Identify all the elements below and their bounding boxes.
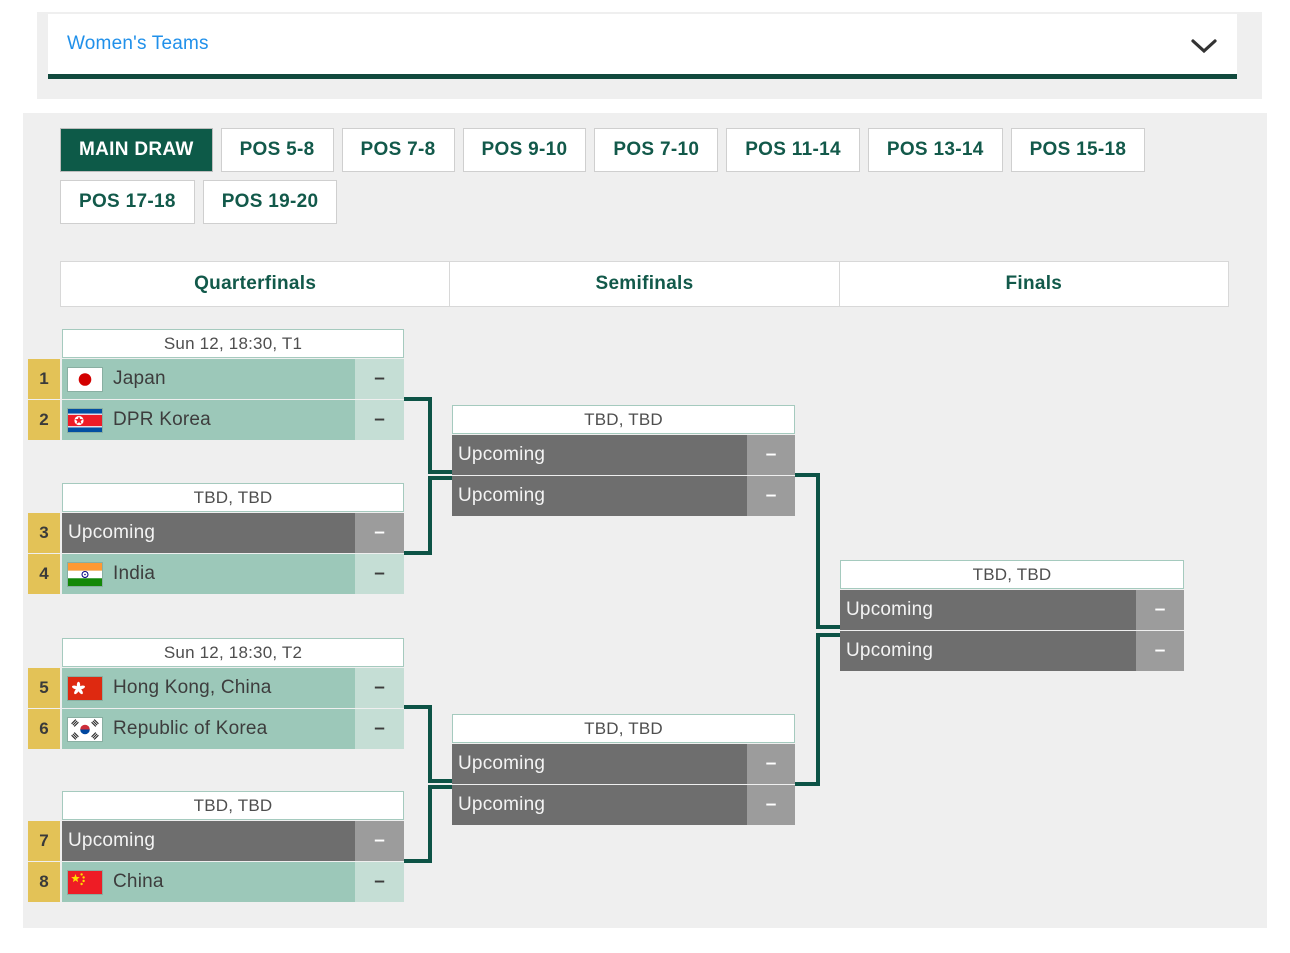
team-name: Upcoming [846, 640, 934, 661]
flag-republic-of-korea-icon [68, 717, 102, 741]
match-qf1-schedule: Sun 12, 18:30, T1 [62, 329, 404, 358]
match-final: TBD, TBD Upcoming – Upcoming – [840, 560, 1184, 671]
match-sf1-schedule: TBD, TBD [452, 405, 795, 434]
team-name: Upcoming [68, 830, 156, 851]
team-name: India [113, 563, 156, 584]
match-sf2-slot-1[interactable]: Upcoming – [452, 744, 795, 784]
match-qf4-slot-1[interactable]: 7 Upcoming – [28, 821, 404, 861]
score-value: – [355, 554, 404, 594]
team-name: Upcoming [68, 522, 156, 543]
round-header-quarterfinals: Quarterfinals [194, 273, 317, 294]
score-value: – [355, 513, 404, 553]
seed-badge: 4 [28, 554, 60, 594]
team-name: China [113, 871, 164, 892]
tab-pos-9-10[interactable]: POS 9-10 [462, 128, 587, 172]
match-final-slot-1[interactable]: Upcoming – [840, 590, 1184, 630]
match-qf2-schedule: TBD, TBD [62, 483, 404, 512]
tab-pos-17-18[interactable]: POS 17-18 [60, 180, 195, 224]
seed-badge: 8 [28, 862, 60, 902]
match-qf3-slot-1[interactable]: 5 Hong Kong, China – [28, 668, 404, 708]
match-sf1-slot-2[interactable]: Upcoming – [452, 476, 795, 516]
team-name: Japan [113, 368, 166, 389]
match-sf1: TBD, TBD Upcoming – Upcoming – [452, 405, 795, 516]
match-final-slot-2[interactable]: Upcoming – [840, 631, 1184, 671]
score-value: – [355, 400, 404, 440]
match-qf1: Sun 12, 18:30, T1 1 Japan – 2 DPR Korea … [28, 329, 404, 440]
seed-badge: 1 [28, 359, 60, 399]
match-qf3-slot-2[interactable]: 6 Republic of Korea – [28, 709, 404, 749]
tab-row-1: MAIN DRAW POS 5-8 POS 7-8 POS 9-10 POS 7… [60, 128, 1146, 172]
flag-japan-icon [68, 367, 102, 391]
round-header-semifinals: Semifinals [449, 262, 838, 306]
team-name: Upcoming [458, 444, 546, 465]
round-header-bar: Quarterfinals Semifinals Finals [60, 261, 1229, 307]
score-value: – [355, 862, 404, 902]
match-qf2-slot-1[interactable]: 3 Upcoming – [28, 513, 404, 553]
event-dropdown-value: Women's Teams [67, 33, 209, 54]
team-name: Upcoming [458, 485, 546, 506]
match-qf1-slot-2[interactable]: 2 DPR Korea – [28, 400, 404, 440]
match-qf2-slot-2[interactable]: 4 India – [28, 554, 404, 594]
team-name: Upcoming [458, 794, 546, 815]
score-value: – [355, 359, 404, 399]
seed-badge: 2 [28, 400, 60, 440]
chevron-down-icon [1191, 38, 1217, 54]
tab-pos-19-20[interactable]: POS 19-20 [202, 180, 338, 224]
match-qf4-schedule: TBD, TBD [62, 791, 404, 820]
match-qf4-slot-2[interactable]: 8 China – [28, 862, 404, 902]
tab-pos-11-14[interactable]: POS 11-14 [726, 128, 860, 172]
score-value: – [747, 435, 795, 475]
match-sf2: TBD, TBD Upcoming – Upcoming – [452, 714, 795, 825]
round-header-finals: Finals [838, 262, 1228, 306]
event-dropdown[interactable]: Women's Teams [48, 14, 1237, 79]
tab-row-2: POS 17-18 POS 19-20 [60, 180, 338, 224]
match-qf1-slot-1[interactable]: 1 Japan – [28, 359, 404, 399]
team-name: Upcoming [846, 599, 934, 620]
score-value: – [747, 744, 795, 784]
match-qf3-schedule: Sun 12, 18:30, T2 [62, 638, 404, 667]
seed-badge: 7 [28, 821, 60, 861]
team-name: Hong Kong, China [113, 677, 272, 698]
team-name: Republic of Korea [113, 718, 268, 739]
match-qf2: TBD, TBD 3 Upcoming – 4 India – [28, 483, 404, 594]
seed-badge: 5 [28, 668, 60, 708]
flag-hong-kong-icon [68, 676, 102, 700]
match-qf3: Sun 12, 18:30, T2 5 Hong Kong, China – 6… [28, 638, 404, 749]
seed-badge: 6 [28, 709, 60, 749]
match-final-schedule: TBD, TBD [840, 560, 1184, 589]
tab-pos-7-8[interactable]: POS 7-8 [341, 128, 455, 172]
event-selector-band: Women's Teams [37, 12, 1262, 99]
score-value: – [747, 476, 795, 516]
flag-dpr-korea-icon [68, 408, 102, 432]
flag-china-icon [68, 870, 102, 894]
bracket-panel: MAIN DRAW POS 5-8 POS 7-8 POS 9-10 POS 7… [23, 113, 1267, 928]
tab-pos-7-10[interactable]: POS 7-10 [594, 128, 719, 172]
tab-pos-5-8[interactable]: POS 5-8 [220, 128, 334, 172]
match-sf2-schedule: TBD, TBD [452, 714, 795, 743]
score-value: – [1136, 590, 1184, 630]
team-name: Upcoming [458, 753, 546, 774]
flag-india-icon [68, 562, 102, 586]
tab-pos-15-18[interactable]: POS 15-18 [1010, 128, 1146, 172]
tab-main-draw[interactable]: MAIN DRAW [60, 128, 213, 172]
match-sf2-slot-2[interactable]: Upcoming – [452, 785, 795, 825]
match-sf1-slot-1[interactable]: Upcoming – [452, 435, 795, 475]
score-value: – [1136, 631, 1184, 671]
score-value: – [355, 821, 404, 861]
seed-badge: 3 [28, 513, 60, 553]
tab-pos-13-14[interactable]: POS 13-14 [867, 128, 1003, 172]
score-value: – [355, 668, 404, 708]
team-name: DPR Korea [113, 409, 211, 430]
score-value: – [355, 709, 404, 749]
match-qf4: TBD, TBD 7 Upcoming – 8 China – [28, 791, 404, 902]
score-value: – [747, 785, 795, 825]
